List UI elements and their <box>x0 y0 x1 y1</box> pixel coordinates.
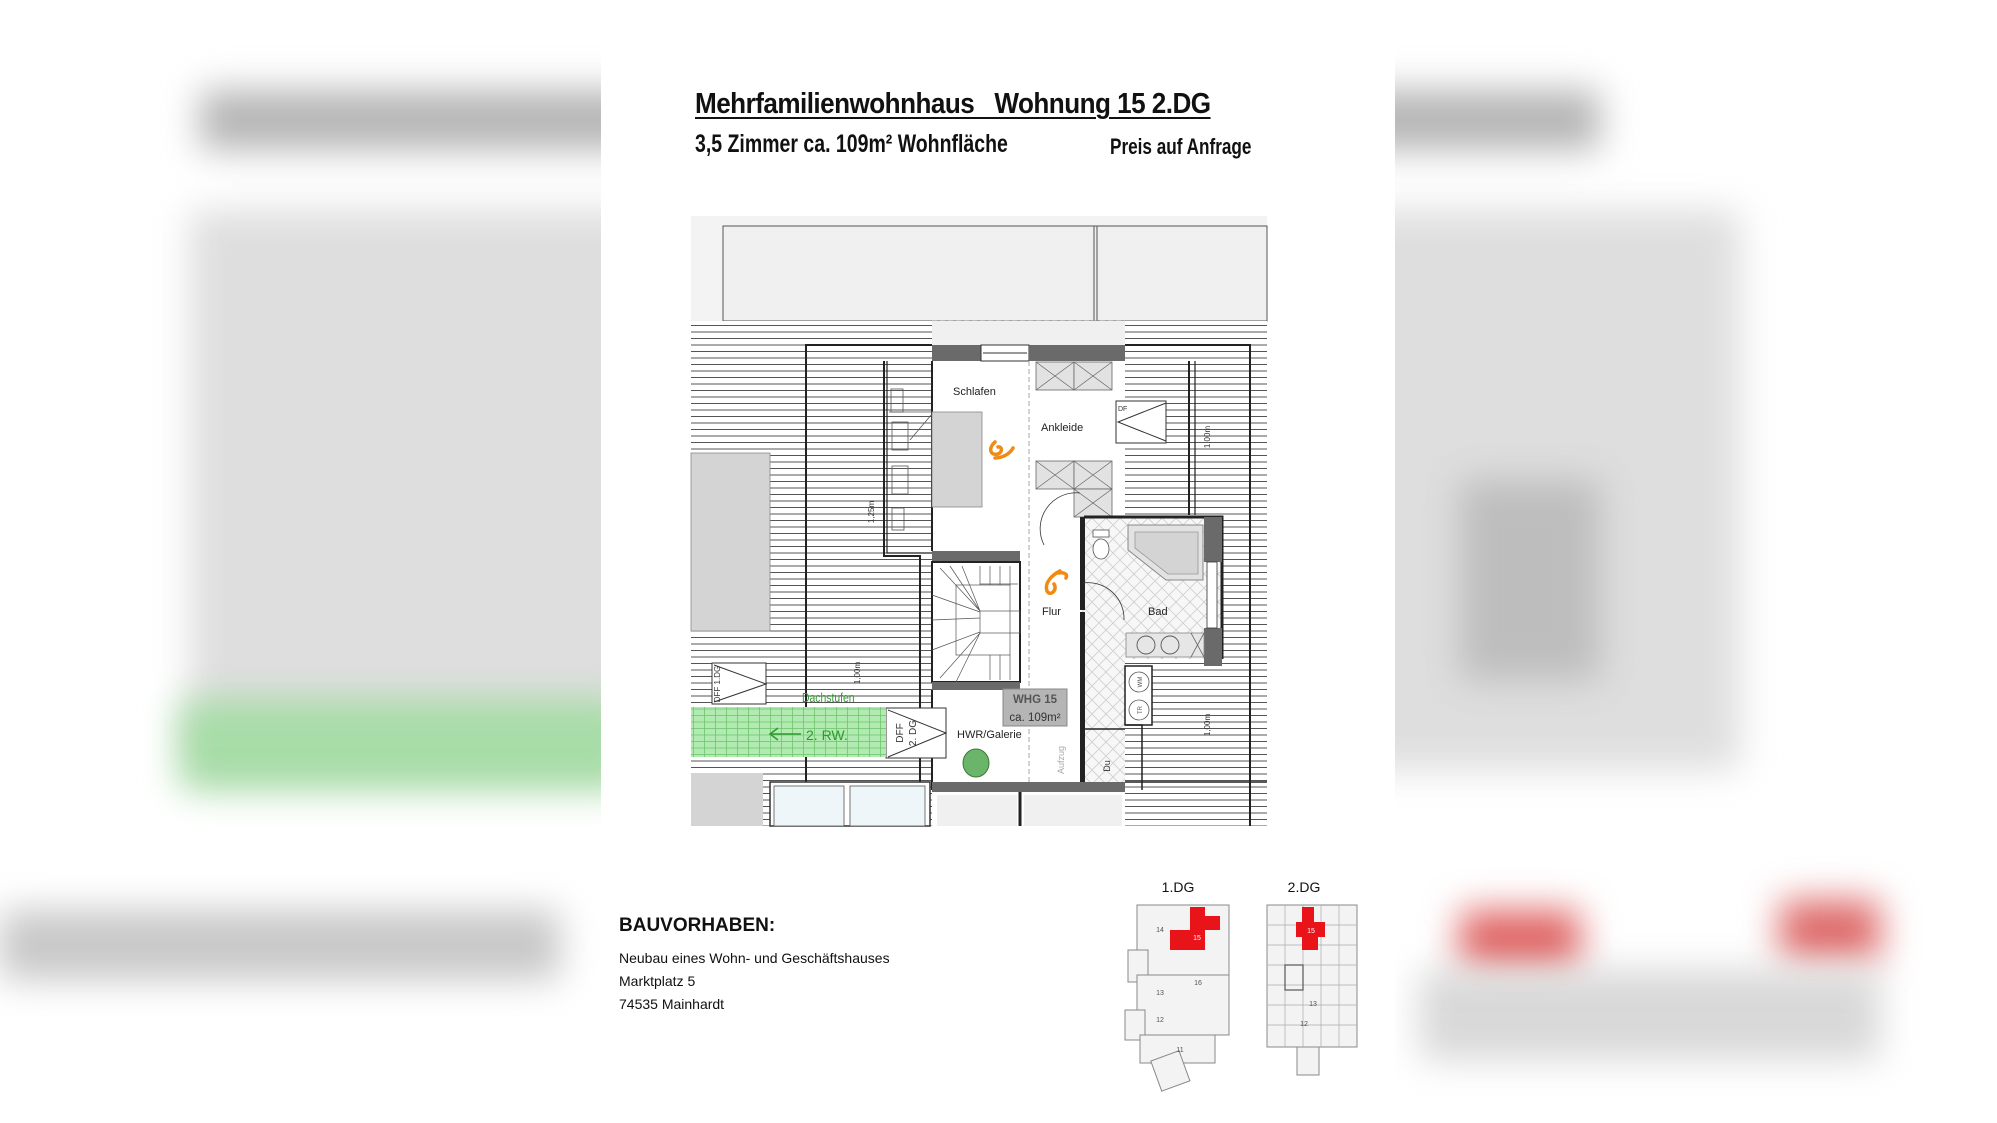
svg-text:13: 13 <box>1309 1001 1317 1008</box>
svg-text:16: 16 <box>1194 980 1202 987</box>
svg-text:15: 15 <box>1307 928 1315 935</box>
dimension-label: 1,00m <box>1203 714 1212 737</box>
project-heading: BAUVORHABEN: <box>619 915 776 936</box>
svg-text:1.DG: 1.DG <box>1162 879 1195 895</box>
unit-badge-area: ca. 109m² <box>1009 712 1060 724</box>
roof-window-2dg-label-b: 2. DG <box>908 720 919 746</box>
svg-text:TR: TR <box>1138 705 1144 714</box>
roof-window-2dg-label-a: DFF <box>895 723 906 742</box>
key-plan-2dg: 2.DG 15 13 12 <box>1266 879 1358 1076</box>
roof-steps-label: Dachstufen <box>802 691 855 705</box>
elevator-label: Aufzug <box>1056 746 1066 774</box>
project-description: Neubau eines Wohn- und Geschäftshauses <box>619 950 890 966</box>
apartment-summary: 3,5 Zimmer ca. 109m² Wohnfläche <box>695 130 1008 158</box>
svg-text:12: 12 <box>1156 1017 1164 1024</box>
room-label-hwr: HWR/Galerie <box>957 729 1022 741</box>
dimension-label: 1,25m <box>867 501 876 524</box>
roof-window-1dg-label: DFF 1.DG <box>713 666 722 702</box>
photo-viewpoint-icon[interactable] <box>1044 569 1069 596</box>
room-label-bad: Bad <box>1148 606 1168 618</box>
price-note: Preis auf Anfrage <box>1110 134 1252 159</box>
escape-route-label: 2. RW. <box>806 727 848 743</box>
room-label-ankleide: Ankleide <box>1041 422 1083 434</box>
svg-text:12: 12 <box>1300 1021 1308 1028</box>
svg-text:13: 13 <box>1156 990 1164 997</box>
room-label-du: Du <box>1102 760 1112 772</box>
svg-text:15: 15 <box>1193 935 1201 942</box>
room-label-schlafen: Schlafen <box>953 386 996 398</box>
svg-text:2.DG: 2.DG <box>1288 879 1321 895</box>
page-title: Mehrfamilienwohnhaus Wohnung 15 2.DG <box>695 88 1211 120</box>
dimension-label: 1,00m <box>1203 426 1212 449</box>
photo-viewpoint-icon[interactable] <box>989 440 1015 460</box>
dimension-label: 1,00m <box>853 662 862 685</box>
key-plan-1dg: 1.DG 14 15 16 13 12 11 <box>1124 879 1230 1092</box>
unit-badge-number: WHG 15 <box>1013 694 1058 706</box>
project-info: BAUVORHABEN: Neubau eines Wohn- und Gesc… <box>619 915 890 1016</box>
room-label-flur: Flur <box>1042 606 1061 618</box>
svg-text:11: 11 <box>1176 1047 1183 1054</box>
svg-text:14: 14 <box>1156 927 1164 934</box>
project-city: 74535 Mainhardt <box>619 996 725 1012</box>
project-street: Marktplatz 5 <box>619 973 696 989</box>
svg-text:WM: WM <box>1138 677 1144 688</box>
roof-window-label: DF <box>1118 406 1127 413</box>
